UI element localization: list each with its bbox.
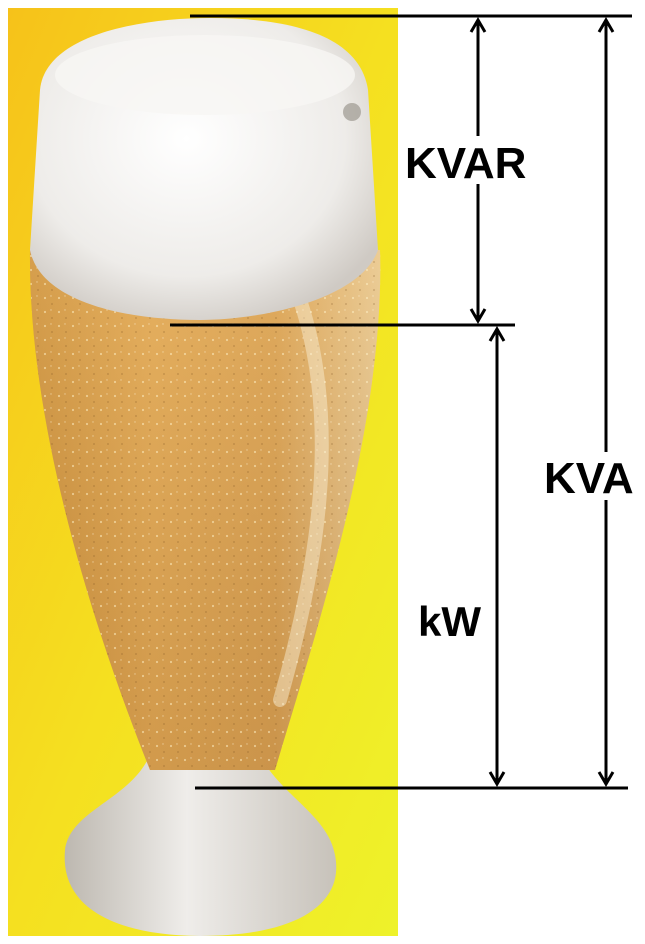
kva-label: KVA xyxy=(544,454,634,503)
foam-top-rim xyxy=(55,35,355,115)
kva-dimension-arrow xyxy=(599,20,613,784)
kvar-label: KVAR xyxy=(405,139,526,188)
kw-dimension-arrow xyxy=(490,329,504,784)
foam-drip xyxy=(343,103,361,121)
kw-label: kW xyxy=(418,598,481,645)
